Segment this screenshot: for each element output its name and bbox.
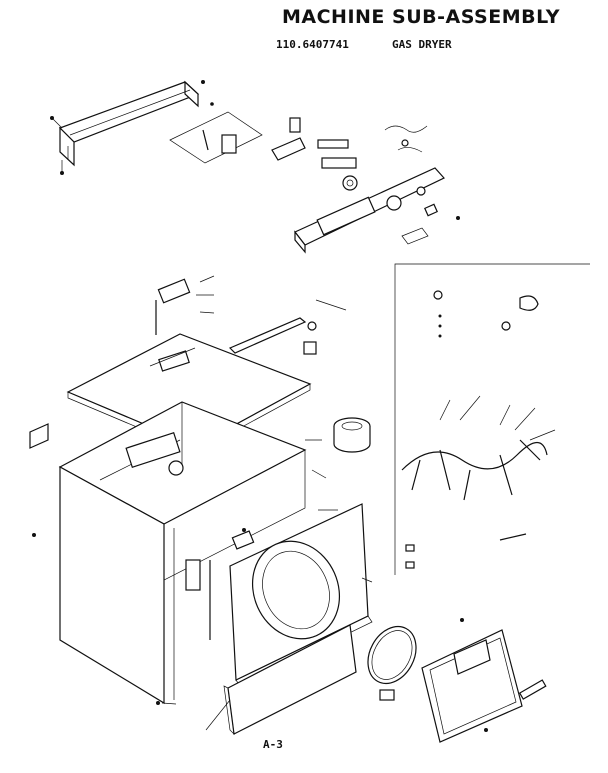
model-description: GAS DRYER: [392, 38, 452, 51]
leader-lines: [161, 275, 373, 731]
control-panel: [294, 167, 460, 254]
console-backsplash: [50, 80, 214, 175]
door-assembly: [367, 618, 547, 743]
top-cover: [66, 278, 347, 453]
wiring-harness-inset: [394, 263, 590, 575]
timer-switch-cluster: [169, 111, 428, 191]
toe-kick-panel: [223, 624, 357, 735]
cabinet: [29, 401, 307, 705]
page-label: A-3: [263, 738, 283, 751]
front-panel: [229, 503, 373, 687]
drum-cylinder-part: [333, 417, 371, 453]
diagram-title: MACHINE SUB-ASSEMBLY: [282, 6, 560, 28]
model-number: 110.6407741: [276, 38, 349, 51]
